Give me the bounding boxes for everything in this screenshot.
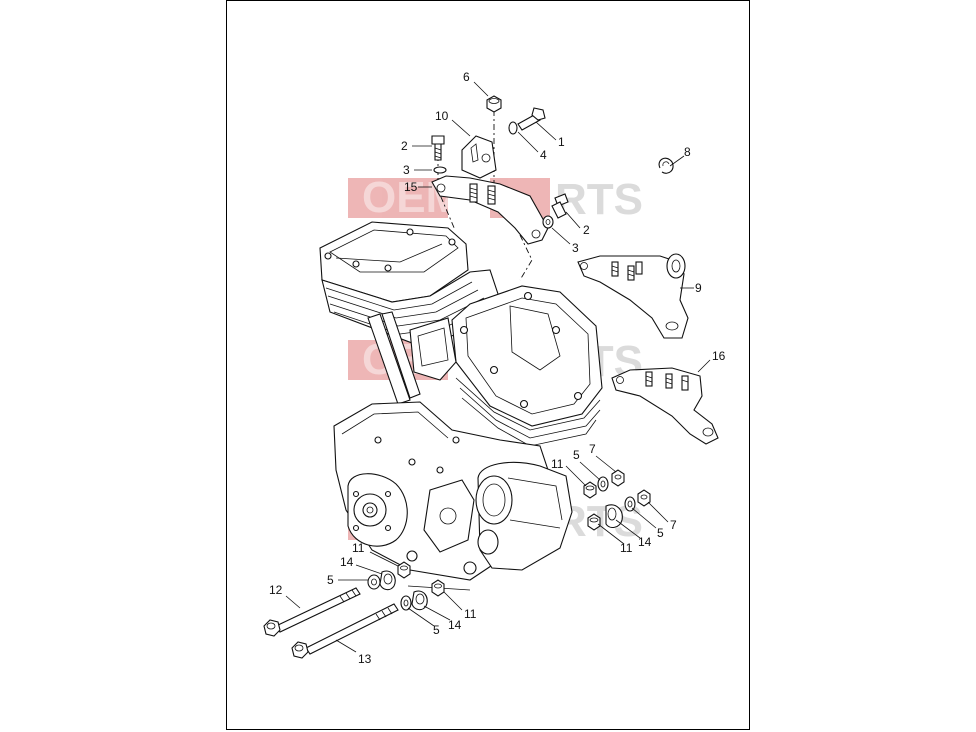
- engine-body: [319, 221, 603, 591]
- callout-label: 5: [573, 448, 580, 462]
- top-bracket-assembly: [431, 95, 569, 281]
- callout-label: 11: [551, 457, 564, 471]
- callout-label: 3: [572, 241, 579, 255]
- callout-label: 14: [340, 555, 354, 569]
- callout-label: 16: [712, 349, 726, 363]
- clip-part: [658, 157, 674, 174]
- side-bracket-16: [611, 367, 719, 445]
- callout-label: 11: [620, 541, 633, 555]
- callout-label: 6: [463, 70, 470, 84]
- callout-label: 11: [464, 607, 477, 621]
- callout-label: 10: [435, 109, 449, 123]
- callout-label: 3: [403, 163, 410, 177]
- leader-lines: [285, 81, 711, 653]
- callout-label: 8: [684, 145, 691, 159]
- callout-label: 2: [583, 223, 590, 237]
- long-bolt-12: [263, 587, 361, 637]
- callout-label: 13: [358, 652, 372, 666]
- callout-label: 14: [638, 535, 652, 549]
- callout-labels: 6 10 1 4 2 3 15 8 2 3 9 16 11 5 7 7 5 14…: [269, 70, 726, 666]
- callout-label: 4: [540, 148, 547, 162]
- callout-label: 7: [589, 442, 596, 456]
- callout-label: 5: [327, 573, 334, 587]
- watermark-text: RTS: [555, 175, 643, 224]
- hardware-left-lower: [400, 579, 445, 611]
- hardware-left-upper: [367, 561, 411, 591]
- callout-label: 14: [448, 618, 462, 632]
- callout-label: 9: [695, 281, 702, 295]
- callout-label: 7: [670, 518, 677, 532]
- callout-label: 5: [657, 526, 664, 540]
- hardware-right-upper: [583, 469, 625, 499]
- long-bolt-13: [291, 603, 399, 659]
- side-bracket-9: [577, 253, 689, 339]
- callout-label: 12: [269, 583, 283, 597]
- callout-label: 5: [433, 623, 440, 637]
- callout-label: 15: [404, 180, 418, 194]
- callout-label: 11: [352, 541, 365, 555]
- callout-label: 1: [558, 135, 565, 149]
- callout-label: 2: [401, 139, 408, 153]
